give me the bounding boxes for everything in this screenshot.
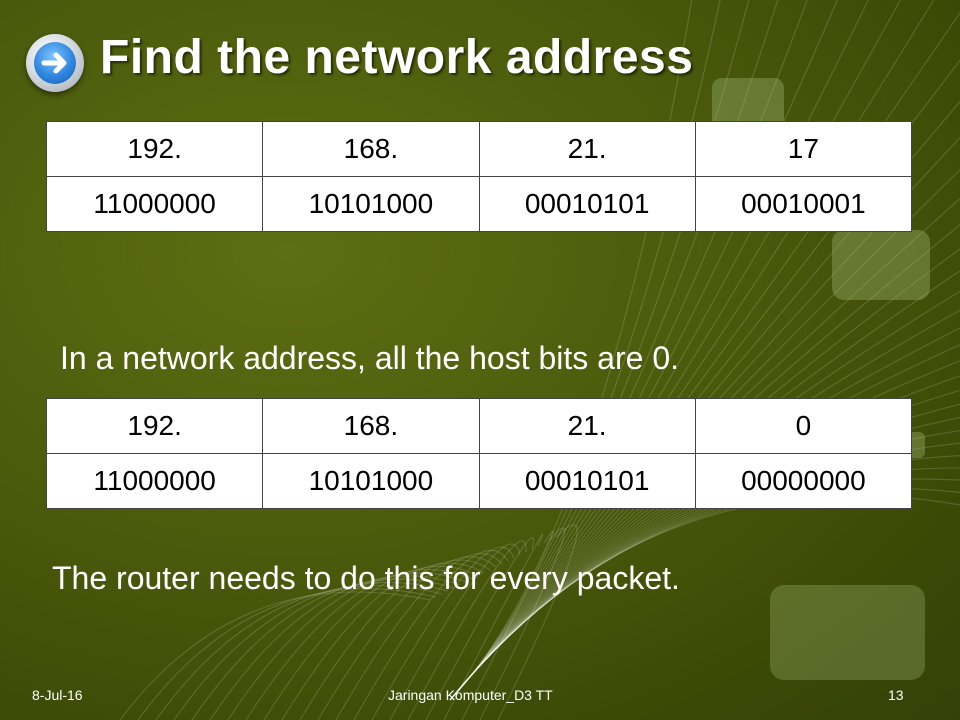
table-cell: 21. [478,121,696,177]
table-cell: 21. [478,398,696,454]
table-cell: 168. [262,398,480,454]
table-cell: 10101000 [262,176,480,232]
table-cell: 17 [694,121,913,177]
next-slide-button[interactable] [26,34,84,92]
footer-date: 8-Jul-16 [32,687,83,703]
table-cell: 11000000 [45,453,264,509]
slide-title: Find the network address [100,31,694,84]
table-cell: 00000000 [694,453,913,509]
table-row: 11000000 10101000 00010101 00010001 [45,176,913,232]
table-cell: 11000000 [45,176,264,232]
table-cell: 168. [262,121,480,177]
table-cell: 00010101 [478,176,696,232]
table-cell: 00010101 [478,453,696,509]
table-row: 192. 168. 21. 17 [45,121,913,177]
arrow-right-icon [41,52,67,74]
table-row: 192. 168. 21. 0 [45,398,913,454]
slide-number: 13 [888,687,904,703]
table-cell: 192. [45,121,264,177]
table-cell: 00010001 [694,176,913,232]
table-cell: 0 [694,398,913,454]
host-bits-text: In a network address, all the host bits … [60,340,679,376]
ip-address-table: 192. 168. 21. 17 11000000 10101000 00010… [45,121,913,232]
router-text: The router needs to do this for every pa… [52,560,680,596]
network-address-table: 192. 168. 21. 0 11000000 10101000 000101… [45,398,913,509]
table-row: 11000000 10101000 00010101 00000000 [45,453,913,509]
table-cell: 192. [45,398,264,454]
footer-title: Jaringan Komputer_D3 TT [388,687,553,703]
table-cell: 10101000 [262,453,480,509]
